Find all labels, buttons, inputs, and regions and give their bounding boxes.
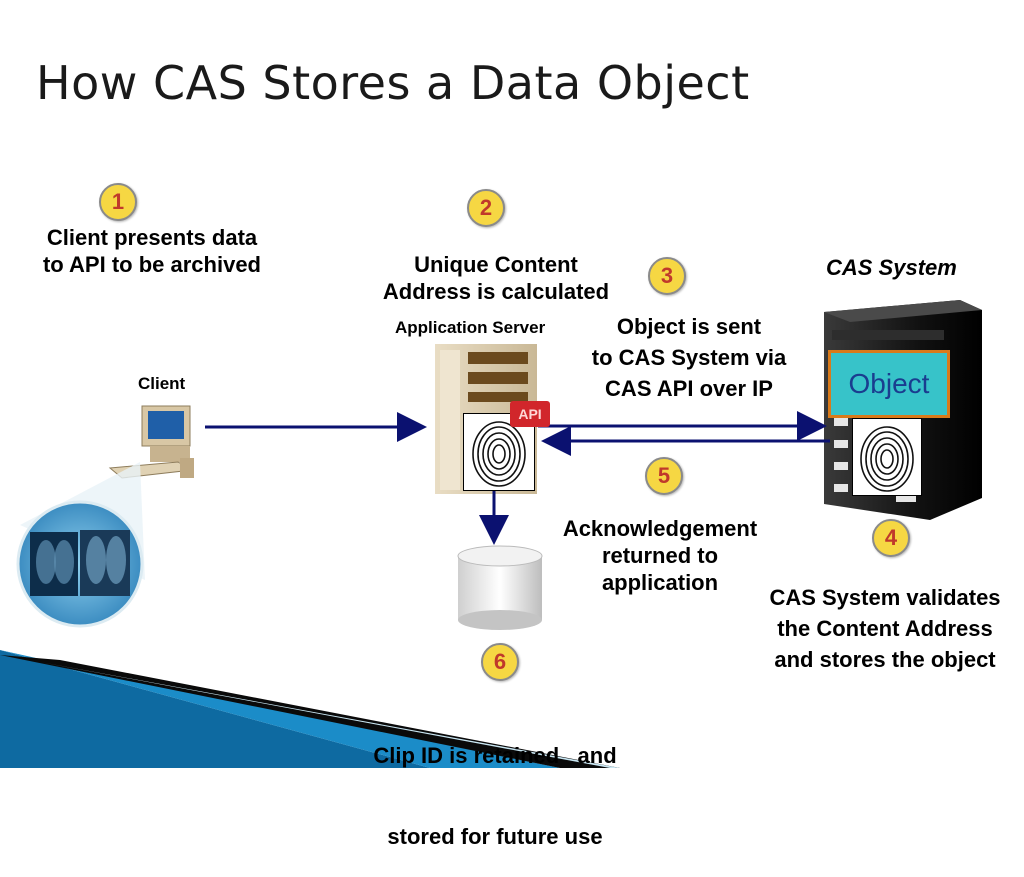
object-box: Object [828, 350, 950, 418]
application-server-label: Application Server [395, 318, 546, 337]
step-5-text: Acknowledgement returned to application [540, 515, 780, 596]
step-4-line-1: CAS System validates [769, 585, 1001, 610]
step-3-badge: 3 [648, 257, 686, 295]
xray-image-callout [16, 462, 145, 628]
client-computer-icon [108, 405, 194, 479]
step-2-badge: 2 [467, 189, 505, 227]
step-6-text: Clip ID is retained and stored for futur… [340, 688, 650, 877]
api-badge: API [510, 401, 550, 427]
step-3-line-2: to CAS System via [591, 345, 787, 370]
step-4-badge: 4 [872, 519, 910, 557]
arrows [205, 411, 830, 545]
step-6-line-2: stored for future use [387, 824, 603, 849]
step-5-line-1: Acknowledgement [562, 516, 758, 541]
step-1-line-2: to API to be archived [42, 252, 261, 277]
step-5-line-2: returned to [601, 543, 719, 568]
step-4-line-3: and stores the object [774, 647, 996, 672]
step-6-badge: 6 [481, 643, 519, 681]
client-label: Client [138, 374, 186, 393]
step-5-line-3: application [601, 570, 719, 595]
step-3-line-1: Object is sent [616, 314, 762, 339]
database-cylinder-icon [457, 545, 543, 630]
step-3-line-3: CAS API over IP [605, 376, 773, 401]
step-6-line-1: Clip ID is retained and [373, 743, 617, 768]
step-1-text: Client presents data to API to be archiv… [14, 224, 290, 278]
step-1-badge: 1 [99, 183, 137, 221]
step-2-line-1: Unique Content [414, 252, 578, 277]
step-3-text: Object is sent to CAS System via CAS API… [566, 311, 812, 404]
step-4-line-2: the Content Address [777, 616, 993, 641]
step-4-text: CAS System validates the Content Address… [742, 582, 1024, 675]
fingerprint-icon-server [463, 413, 535, 491]
step-2-line-2: Address is calculated [382, 279, 610, 304]
step-5-badge: 5 [645, 457, 683, 495]
page-title: How CAS Stores a Data Object [36, 56, 750, 110]
fingerprint-icon-cas [852, 418, 922, 496]
decorative-swoosh [0, 650, 620, 768]
cas-system-label: CAS System [826, 255, 957, 280]
step-2-text: Unique Content Address is calculated [355, 251, 637, 305]
step-1-line-1: Client presents data [46, 225, 258, 250]
